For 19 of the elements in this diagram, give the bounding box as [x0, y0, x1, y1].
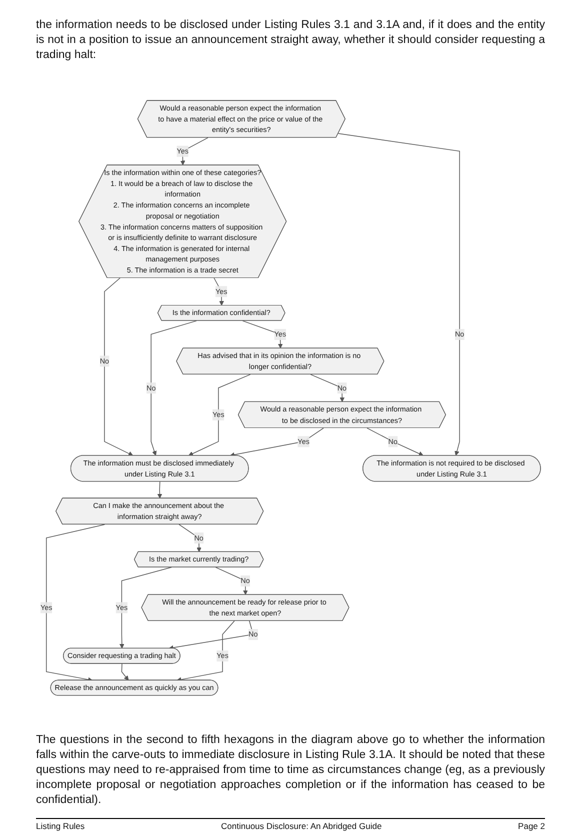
footer-title: Continuous Disclosure: An Abridged Guide	[221, 821, 382, 831]
footer-text: Listing Rules	[36, 821, 85, 831]
arrow	[310, 374, 345, 402]
arrow	[230, 428, 324, 458]
arrow	[119, 567, 172, 649]
arrow	[104, 278, 134, 456]
arrow	[180, 137, 208, 166]
arrow	[157, 481, 162, 499]
arrow	[121, 663, 129, 681]
note-paragraph: The questions in the second to fifth hexagons in the diagram above go to whether the information falls within the carve-outs to immediate disclosure in Listing Rule 3.1A. It should be noted that these questions may need to re-appraised from time to time as circumstances change (eg, as a previously incomplete proposal or negotiation approaches completion or if the information has ceased to be confidential).	[36, 733, 545, 808]
arrow	[168, 620, 254, 650]
arrow	[366, 428, 424, 456]
intro-paragraph: the information needs to be disclosed under Listing Rules 3.1 and 3.1A and, if it does and the entity is not in a position to issue an announcement straight away, whether it should consider requesting a trading halt:	[36, 18, 545, 63]
arrow	[188, 374, 251, 456]
arrow	[46, 524, 106, 682]
arrow	[150, 320, 197, 456]
arrow	[338, 133, 460, 456]
arrow	[176, 620, 235, 682]
page-number: Page 2	[518, 821, 545, 831]
